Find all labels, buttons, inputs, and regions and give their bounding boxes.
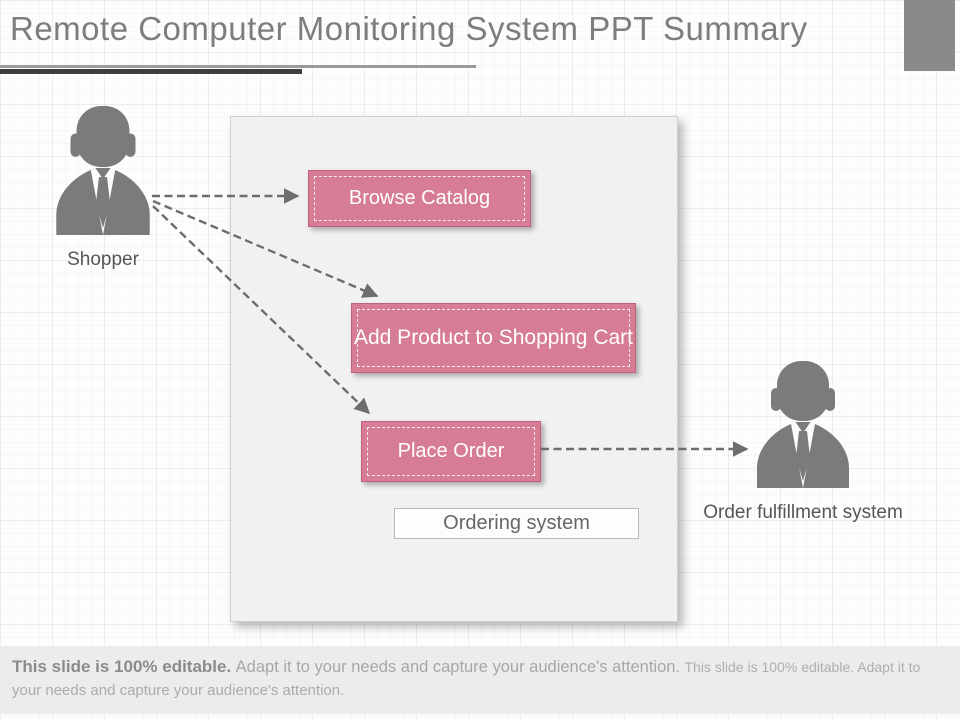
usecase-add-product-label: Add Product to Shopping Cart bbox=[353, 326, 633, 349]
footer-note: This slide is 100% editable. Adapt it to… bbox=[0, 646, 960, 714]
usecase-browse-catalog-label: Browse Catalog bbox=[348, 187, 491, 209]
footer-line2-text: your needs and capture your audience's a… bbox=[12, 682, 345, 700]
system-boundary-label: Ordering system bbox=[443, 512, 590, 534]
businessman-icon bbox=[56, 106, 150, 235]
title-underline-thick bbox=[0, 69, 302, 74]
actor-shopper: Shopper bbox=[40, 103, 166, 271]
system-boundary-label-box: Ordering system bbox=[394, 508, 639, 539]
footer-bold-text: This slide is 100% editable. bbox=[12, 657, 232, 676]
usecase-browse-catalog[interactable]: Browse Catalog bbox=[308, 170, 531, 227]
ordering-system-boundary: Browse Catalog Add Product to Shopping C… bbox=[230, 116, 678, 622]
slide-title: Remote Computer Monitoring System PPT Su… bbox=[10, 10, 808, 47]
businessman-icon bbox=[757, 361, 849, 488]
usecase-add-product-to-cart[interactable]: Add Product to Shopping Cart bbox=[351, 303, 636, 373]
corner-accent-block bbox=[904, 0, 955, 71]
usecase-place-order[interactable]: Place Order bbox=[361, 421, 541, 482]
usecase-place-order-label: Place Order bbox=[397, 440, 505, 462]
actor-order-fulfillment: Order fulfillment system bbox=[703, 358, 903, 524]
footer-small-text: This slide is 100% editable. Adapt it to bbox=[684, 659, 921, 675]
title-underline-thin bbox=[0, 65, 476, 68]
footer-normal-text: Adapt it to your needs and capture your … bbox=[235, 658, 681, 676]
actor-order-fulfillment-label: Order fulfillment system bbox=[703, 502, 903, 523]
actor-shopper-label: Shopper bbox=[67, 249, 139, 270]
